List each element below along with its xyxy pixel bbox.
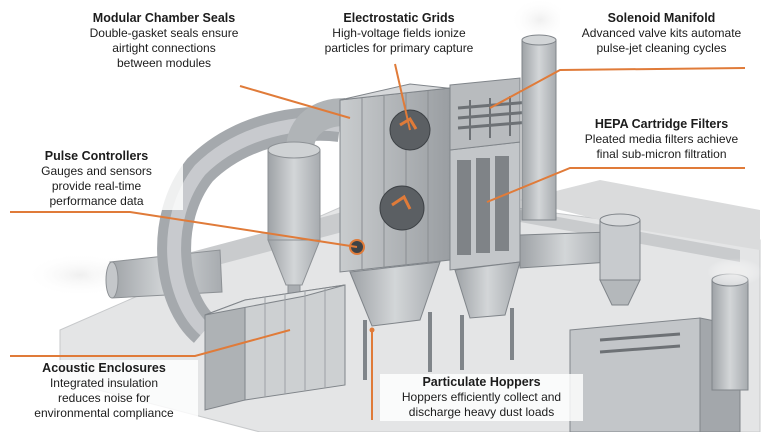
callout-modular-chamber-seals: Modular Chamber Seals Double-gasket seal… bbox=[70, 10, 258, 72]
callout-desc: final sub-micron filtration bbox=[596, 147, 727, 161]
exhaust-stack bbox=[510, 0, 570, 221]
callout-acoustic-enclosures: Acoustic Enclosures Integrated insulatio… bbox=[10, 360, 198, 422]
acoustic-enclosure bbox=[204, 284, 346, 411]
callout-title: Modular Chamber Seals bbox=[92, 11, 236, 25]
callout-title: HEPA Cartridge Filters bbox=[594, 117, 729, 131]
leader-hepa-cartridge-filters bbox=[486, 167, 745, 203]
secondary-unit bbox=[569, 258, 763, 432]
leader-acoustic-enclosures bbox=[10, 329, 291, 357]
callout-title: Solenoid Manifold bbox=[607, 11, 716, 25]
callout-hepa-cartridge-filters: HEPA Cartridge Filters Pleated media fil… bbox=[560, 116, 763, 163]
callout-desc: pulse-jet cleaning cycles bbox=[596, 41, 727, 55]
leader-electrostatic-grids bbox=[394, 63, 411, 131]
callout-title: Acoustic Enclosures bbox=[42, 361, 166, 375]
leader-solenoid-manifold bbox=[489, 67, 746, 109]
callout-desc: High-voltage fields ionize bbox=[332, 26, 466, 40]
cyclone-separator bbox=[267, 141, 321, 304]
callout-desc: particles for primary capture bbox=[324, 41, 474, 55]
callout-title: Pulse Controllers bbox=[44, 149, 149, 163]
leader-modular-chamber-seals bbox=[239, 85, 351, 119]
callout-desc: reduces noise for bbox=[57, 391, 151, 405]
callout-solenoid-manifold: Solenoid Manifold Advanced valve kits au… bbox=[560, 10, 763, 57]
callout-desc: environmental compliance bbox=[34, 406, 174, 420]
hoppers bbox=[349, 261, 521, 380]
callout-desc: airtight connections bbox=[112, 41, 216, 55]
callout-desc: Pleated media filters achieve bbox=[584, 132, 739, 146]
callout-desc: between modules bbox=[116, 56, 212, 70]
callout-particulate-hoppers: Particulate Hoppers Hoppers efficiently … bbox=[380, 374, 583, 421]
callout-desc: performance data bbox=[49, 194, 144, 208]
callout-desc: Hoppers efficiently collect and bbox=[401, 390, 562, 404]
hepa-filter-module bbox=[449, 77, 521, 271]
callout-desc: Gauges and sensors bbox=[41, 164, 152, 178]
leader-dot-hoppers bbox=[369, 327, 375, 333]
callout-electrostatic-grids: Electrostatic Grids High-voltage fields … bbox=[300, 10, 498, 57]
callout-desc: discharge heavy dust loads bbox=[408, 405, 555, 419]
callout-title: Particulate Hoppers bbox=[422, 375, 541, 389]
leader-pulse-controllers bbox=[10, 211, 358, 248]
callout-title: Electrostatic Grids bbox=[343, 11, 455, 25]
callout-desc: Advanced valve kits automate bbox=[581, 26, 742, 40]
exhaust-fan-duct bbox=[519, 213, 641, 306]
callout-desc: Double-gasket seals ensure bbox=[89, 26, 239, 40]
callout-pulse-controllers: Pulse Controllers Gauges and sensors pro… bbox=[10, 148, 183, 210]
callout-desc: Integrated insulation bbox=[49, 376, 159, 390]
leader-lines bbox=[10, 63, 746, 420]
callout-desc: provide real-time bbox=[51, 179, 142, 193]
